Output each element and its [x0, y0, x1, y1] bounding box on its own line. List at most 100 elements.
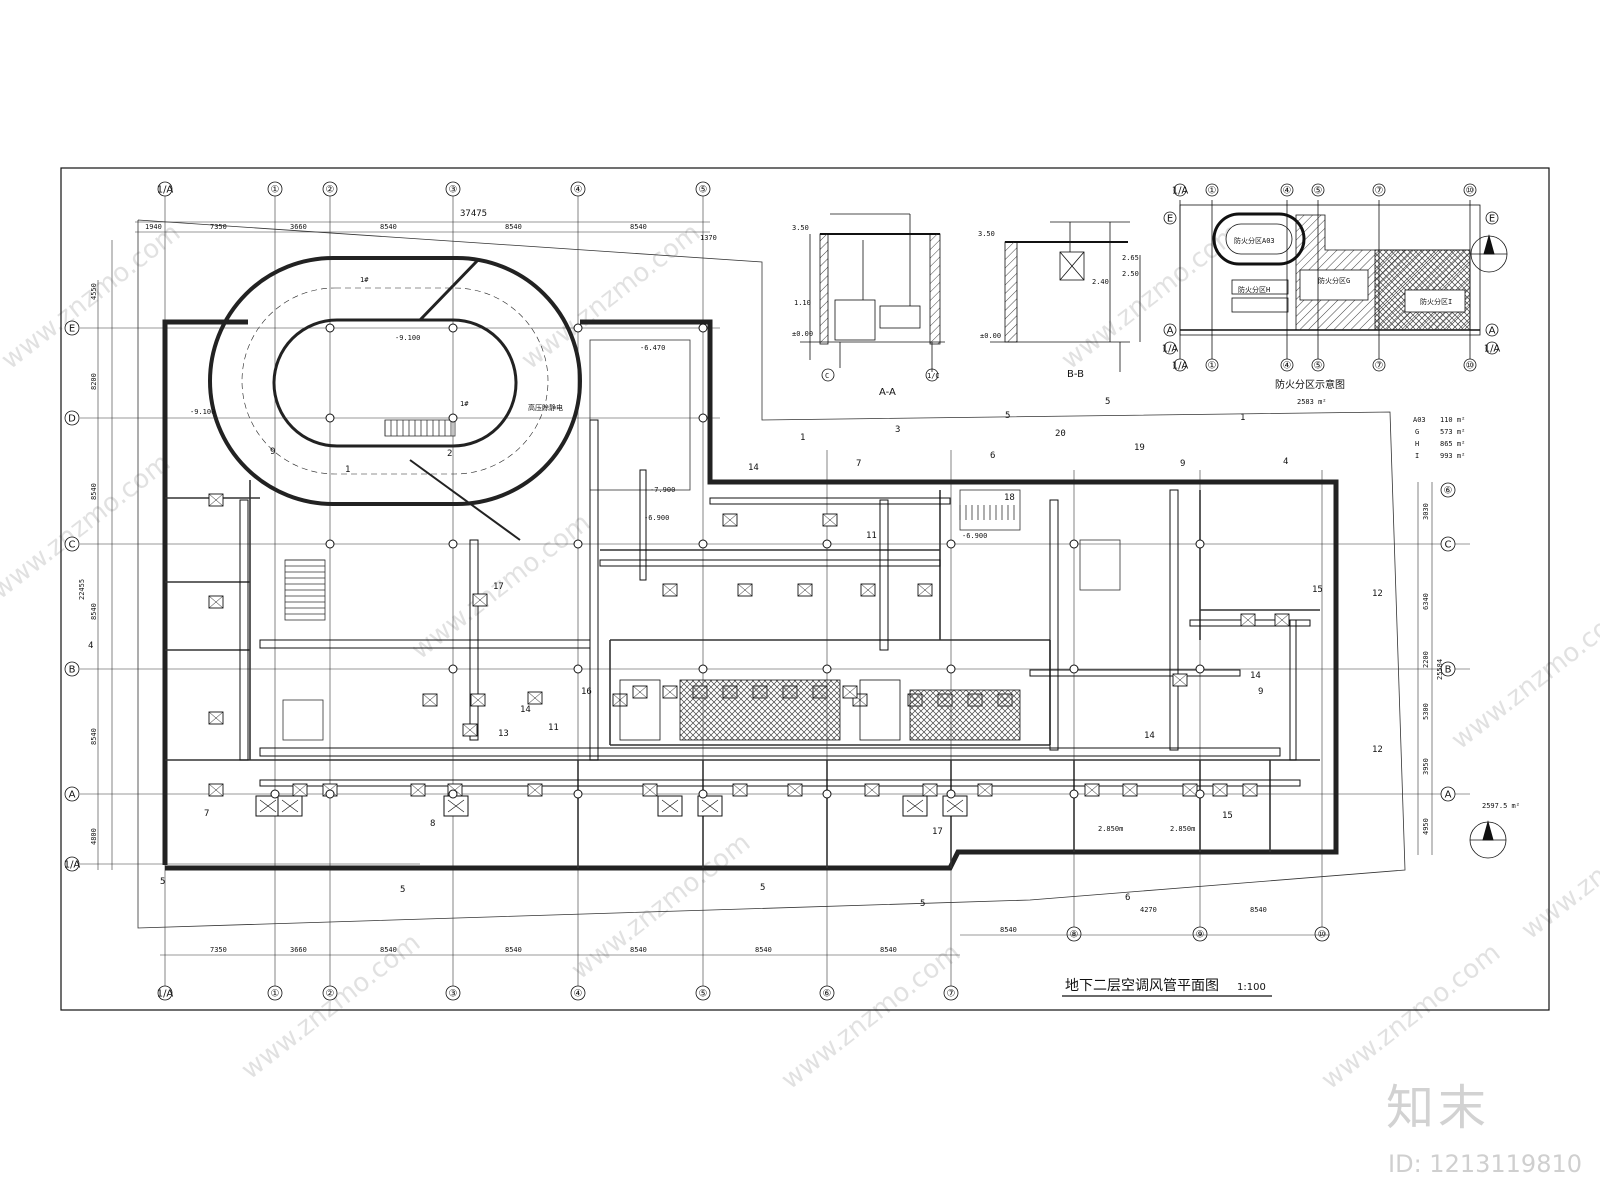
- dim-bottom: 8540: [880, 946, 897, 954]
- column-marker: [1195, 664, 1205, 674]
- diffuser-icon: [1212, 783, 1228, 797]
- dim-bottom: 8540: [380, 946, 397, 954]
- level-mark: -9.100: [395, 334, 420, 342]
- diffuser-icon: [787, 783, 803, 797]
- grid-axis-label: 1/A: [1172, 361, 1189, 372]
- exhaust-fan-icon: [255, 795, 281, 817]
- grid-bubble: ⑦: [1372, 358, 1386, 372]
- duct-tag: 7: [856, 459, 861, 469]
- section-level: 3.50: [978, 230, 995, 238]
- column-marker: [573, 539, 583, 549]
- grid-axis-label: ①: [1208, 186, 1217, 197]
- duct-tag: 18: [1004, 493, 1015, 503]
- grid-bubble: C: [1440, 536, 1456, 552]
- duct-tag: 4: [1283, 457, 1288, 467]
- axis-grid: [80, 196, 1470, 990]
- room-note: 高压除静电: [528, 403, 563, 412]
- duct-tag: 2: [447, 449, 452, 459]
- dim-top: 7350: [210, 223, 227, 231]
- duct-tag: 7: [204, 809, 209, 819]
- diffuser-icon: [737, 583, 753, 597]
- grid-bubble: A: [1163, 323, 1177, 337]
- column-marker: [822, 664, 832, 674]
- grid-bubble: ④: [1280, 183, 1294, 197]
- diffuser-icon: [1274, 613, 1290, 627]
- duct-tag: 5: [400, 885, 405, 895]
- dim-left: 4550: [90, 283, 98, 300]
- section-aa-labels: 3.50 1.10 ±0.00 C 1/C A-A: [792, 224, 940, 398]
- diffuser-icon: [642, 783, 658, 797]
- brand-watermark: 知末: [1385, 1080, 1490, 1136]
- diffuser-icon: [208, 783, 224, 797]
- diffuser-icon: [208, 595, 224, 609]
- grid-axis-label: ④: [1283, 186, 1292, 197]
- exhaust-fan-icon: [277, 795, 303, 817]
- duct-tag: 12: [1372, 745, 1383, 755]
- duct-tag: 5: [1105, 397, 1110, 407]
- grid-bubble: 1/A: [157, 985, 174, 1001]
- grid-axis-label: A: [69, 790, 76, 801]
- watermark-site: www.znzmo.com: [1446, 598, 1600, 756]
- column-marker: [448, 323, 458, 333]
- column-marker: [325, 789, 335, 799]
- column-marker: [325, 539, 335, 549]
- fire-zone-label: 防火分区G: [1318, 276, 1350, 285]
- section-axis: C: [825, 372, 829, 380]
- grid-bubble: 1/A: [1172, 183, 1188, 197]
- sheet-frame: [60, 167, 1550, 1011]
- duct-tag: 5: [1005, 411, 1010, 421]
- grid-axis-label: ③: [449, 185, 458, 196]
- grid-axis-label: 1/A: [157, 989, 174, 1000]
- grid-axis-label: ⑤: [699, 989, 708, 1000]
- column-marker: [946, 789, 956, 799]
- duct-tag: 14: [1144, 731, 1155, 741]
- column-marker: [448, 789, 458, 799]
- grid-bubble: 1/A: [64, 856, 80, 872]
- duct-tag: 1: [1240, 413, 1245, 423]
- dim-left: 4800: [90, 828, 98, 845]
- duct-tag: 14: [748, 463, 759, 473]
- duct-tag: 1: [800, 433, 805, 443]
- column-marker: [698, 413, 708, 423]
- section-level: 3.50: [792, 224, 809, 232]
- diffuser-icon: [1182, 783, 1198, 797]
- site-boundary: [137, 219, 1406, 929]
- grid-axis-label: A: [1167, 326, 1174, 337]
- dim-right: 6340: [1422, 593, 1430, 610]
- watermark-site: www.znzmo.com: [0, 448, 176, 606]
- column-marker: [822, 789, 832, 799]
- dim-right: 5300: [1422, 703, 1430, 720]
- section-dim: 2.65: [1122, 254, 1139, 262]
- diffuser-icon: [917, 583, 933, 597]
- diffuser-icon: [922, 783, 938, 797]
- column-marker: [1069, 664, 1079, 674]
- column-marker: [946, 664, 956, 674]
- diffuser-icon: [1240, 613, 1256, 627]
- dim-bottom: 8540: [505, 946, 522, 954]
- dim-right-total: 25584: [1436, 659, 1444, 680]
- area-table-zone: I: [1415, 452, 1419, 460]
- column-marker: [698, 664, 708, 674]
- grid-bubble: ④: [1280, 358, 1294, 372]
- diffuser-icon: [292, 783, 308, 797]
- grid-bubble: ⑩: [1314, 926, 1330, 942]
- diffuser-icon: [470, 693, 486, 707]
- grid-axis-label: C: [69, 540, 76, 551]
- duct-tag: 4: [88, 641, 93, 651]
- dim-top: 1370: [700, 234, 717, 242]
- section-level: 1.10: [794, 299, 811, 307]
- column-marker: [698, 323, 708, 333]
- area-table-area: 865 m²: [1440, 440, 1465, 448]
- grid-axis-label: ②: [326, 185, 335, 196]
- dim-top: 8540: [380, 223, 397, 231]
- grid-bubble: ③: [445, 985, 461, 1001]
- grid-axis-label: E: [1167, 214, 1173, 225]
- column-marker: [698, 789, 708, 799]
- fire-zone-label: 防火分区I: [1420, 297, 1452, 306]
- diffuser-icon: [732, 783, 748, 797]
- grid-axis-label: C: [1445, 540, 1452, 551]
- grid-bubble: 1/A: [1162, 341, 1178, 355]
